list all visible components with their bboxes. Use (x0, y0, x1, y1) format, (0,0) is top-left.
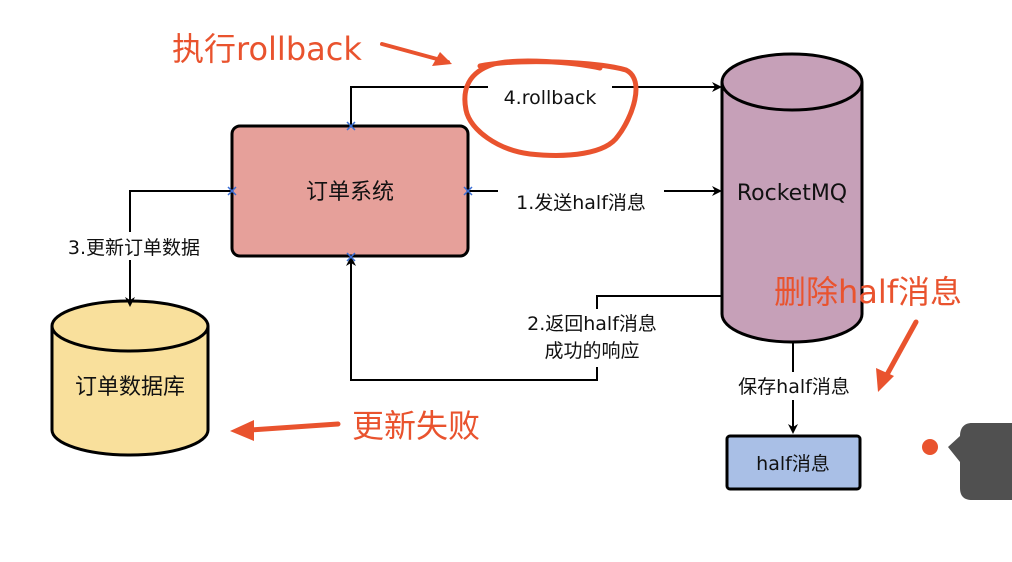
annotation-delete-half-text: 删除half消息 (774, 273, 962, 311)
edge-send-half-label: 1.发送half消息 (516, 192, 646, 214)
connection-markers (227, 121, 473, 262)
annotation-arrow-failed (247, 421, 341, 433)
annotation-execute-rollback: 执行rollback (172, 30, 639, 158)
edge-save-half-label: 保存half消息 (738, 376, 850, 398)
order-db-label: 订单数据库 (75, 375, 185, 400)
half-message-label: half消息 (756, 453, 830, 475)
order-system-node: 订单系统 (230, 124, 470, 258)
edge-update-order: 3.更新订单数据 (46, 190, 232, 307)
half-message-node: half消息 (725, 434, 862, 491)
edge-return-line1: 2.返回half消息 (527, 313, 657, 335)
order-system-label: 订单系统 (306, 180, 394, 205)
edge-return-line2: 成功的响应 (544, 340, 639, 362)
edge-send-half: 1.发送half消息 (468, 180, 722, 214)
annotation-circle-rollback (462, 58, 639, 158)
edge-update-order-label: 3.更新订单数据 (68, 237, 200, 259)
edge-save-half: 保存half消息 (724, 342, 864, 434)
edge-rollback: 4.rollback (350, 82, 722, 126)
annotation-arrow-delete (881, 319, 919, 383)
rocketmq-label: RocketMQ (737, 181, 847, 206)
edge-rollback-label: 4.rollback (504, 87, 597, 109)
annotation-update-failed: 更新失败 (230, 407, 480, 445)
annotation-execute-rollback-text: 执行rollback (172, 30, 362, 68)
annotation-update-failed-text: 更新失败 (352, 407, 480, 445)
annotation-delete-half: 删除half消息 (774, 273, 962, 392)
red-dot (922, 439, 938, 455)
order-db-node: 订单数据库 (50, 299, 210, 457)
side-callout-widget[interactable] (948, 423, 1012, 500)
edge-return-success: 2.返回half消息 成功的响应 (346, 256, 722, 381)
